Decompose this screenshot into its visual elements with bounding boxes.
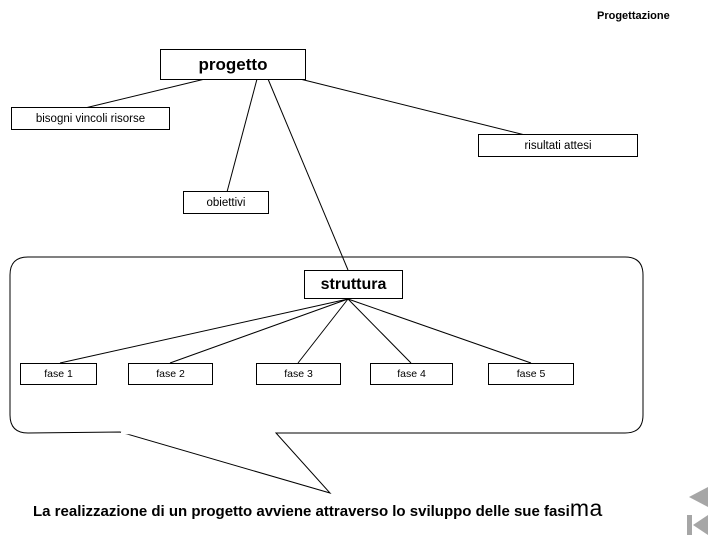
node-struttura-label: struttura <box>320 275 387 293</box>
node-risultati-label: risultati attesi <box>524 139 592 152</box>
node-risultati-attesi[interactable]: risultati attesi <box>478 134 638 157</box>
node-progetto-label: progetto <box>198 54 268 74</box>
node-fase-3[interactable]: fase 3 <box>256 363 341 385</box>
node-fase-2-label: fase 2 <box>156 368 185 380</box>
node-obiettivi-label: obiettivi <box>206 196 246 209</box>
connector-progetto-bisogni <box>84 78 206 109</box>
node-fase-1[interactable]: fase 1 <box>20 363 97 385</box>
connector-progetto-struttura <box>267 78 349 271</box>
navigation-controls[interactable] <box>686 486 712 536</box>
connector-struttura-fase1 <box>59 298 349 364</box>
node-fase-2[interactable]: fase 2 <box>128 363 213 385</box>
first-slide-icon[interactable] <box>686 514 712 536</box>
node-fase-3-label: fase 3 <box>284 368 313 380</box>
node-fase-5-label: fase 5 <box>516 368 546 380</box>
slide-caption: La realizzazione di un progetto avviene … <box>33 495 603 522</box>
node-bisogni-vincoli-risorse[interactable]: bisogni vincoli risorse <box>11 107 170 130</box>
node-bisogni-label: bisogni vincoli risorse <box>35 112 146 125</box>
connector-struttura-fase4 <box>347 298 412 364</box>
node-fase-4[interactable]: fase 4 <box>370 363 453 385</box>
connector-struttura-fase5 <box>347 298 532 364</box>
node-fase-5[interactable]: fase 5 <box>488 363 574 385</box>
slide-title: Progettazione <box>597 10 670 22</box>
node-fase-4-label: fase 4 <box>397 368 426 380</box>
speech-bubble-outline <box>9 256 644 494</box>
node-struttura[interactable]: struttura <box>304 270 403 299</box>
previous-triangle-icon[interactable] <box>686 486 712 508</box>
connector-progetto-obiettivi <box>226 78 258 193</box>
connector-struttura-fase2 <box>169 298 349 364</box>
slide-caption-text: La realizzazione di un progetto avviene … <box>33 503 570 520</box>
connector-struttura-fase3 <box>297 298 349 364</box>
connector-progetto-risultati <box>299 78 526 136</box>
node-obiettivi[interactable]: obiettivi <box>183 191 269 214</box>
slide-caption-trailing: ma <box>569 495 603 521</box>
node-progetto[interactable]: progetto <box>160 49 306 80</box>
node-fase-1-label: fase 1 <box>44 368 73 380</box>
